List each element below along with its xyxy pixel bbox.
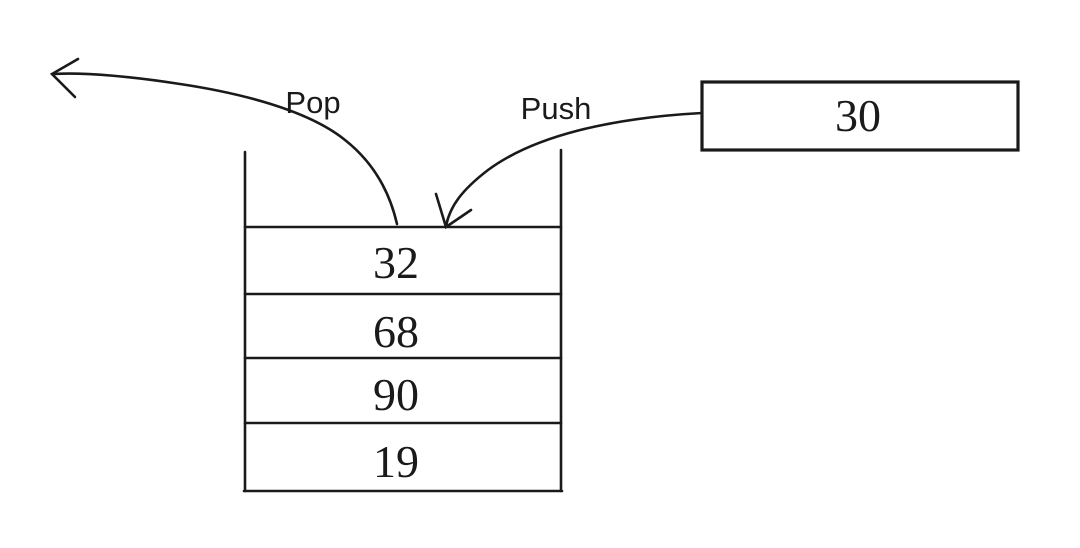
stack-item-value: 68 [373, 306, 419, 357]
stack-item-value: 19 [373, 436, 419, 487]
push-label: Push [521, 91, 592, 126]
pop-arrowhead [49, 57, 80, 99]
push-arrow-curve [444, 111, 704, 228]
pop-label: Pop [285, 85, 340, 120]
stack-item-value: 32 [373, 237, 419, 288]
push-arrowhead [434, 192, 473, 230]
push-value: 30 [835, 90, 881, 141]
stack-item-value: 90 [373, 369, 419, 420]
pop-arrow-curve [52, 72, 399, 226]
push-value-box [700, 80, 1020, 152]
